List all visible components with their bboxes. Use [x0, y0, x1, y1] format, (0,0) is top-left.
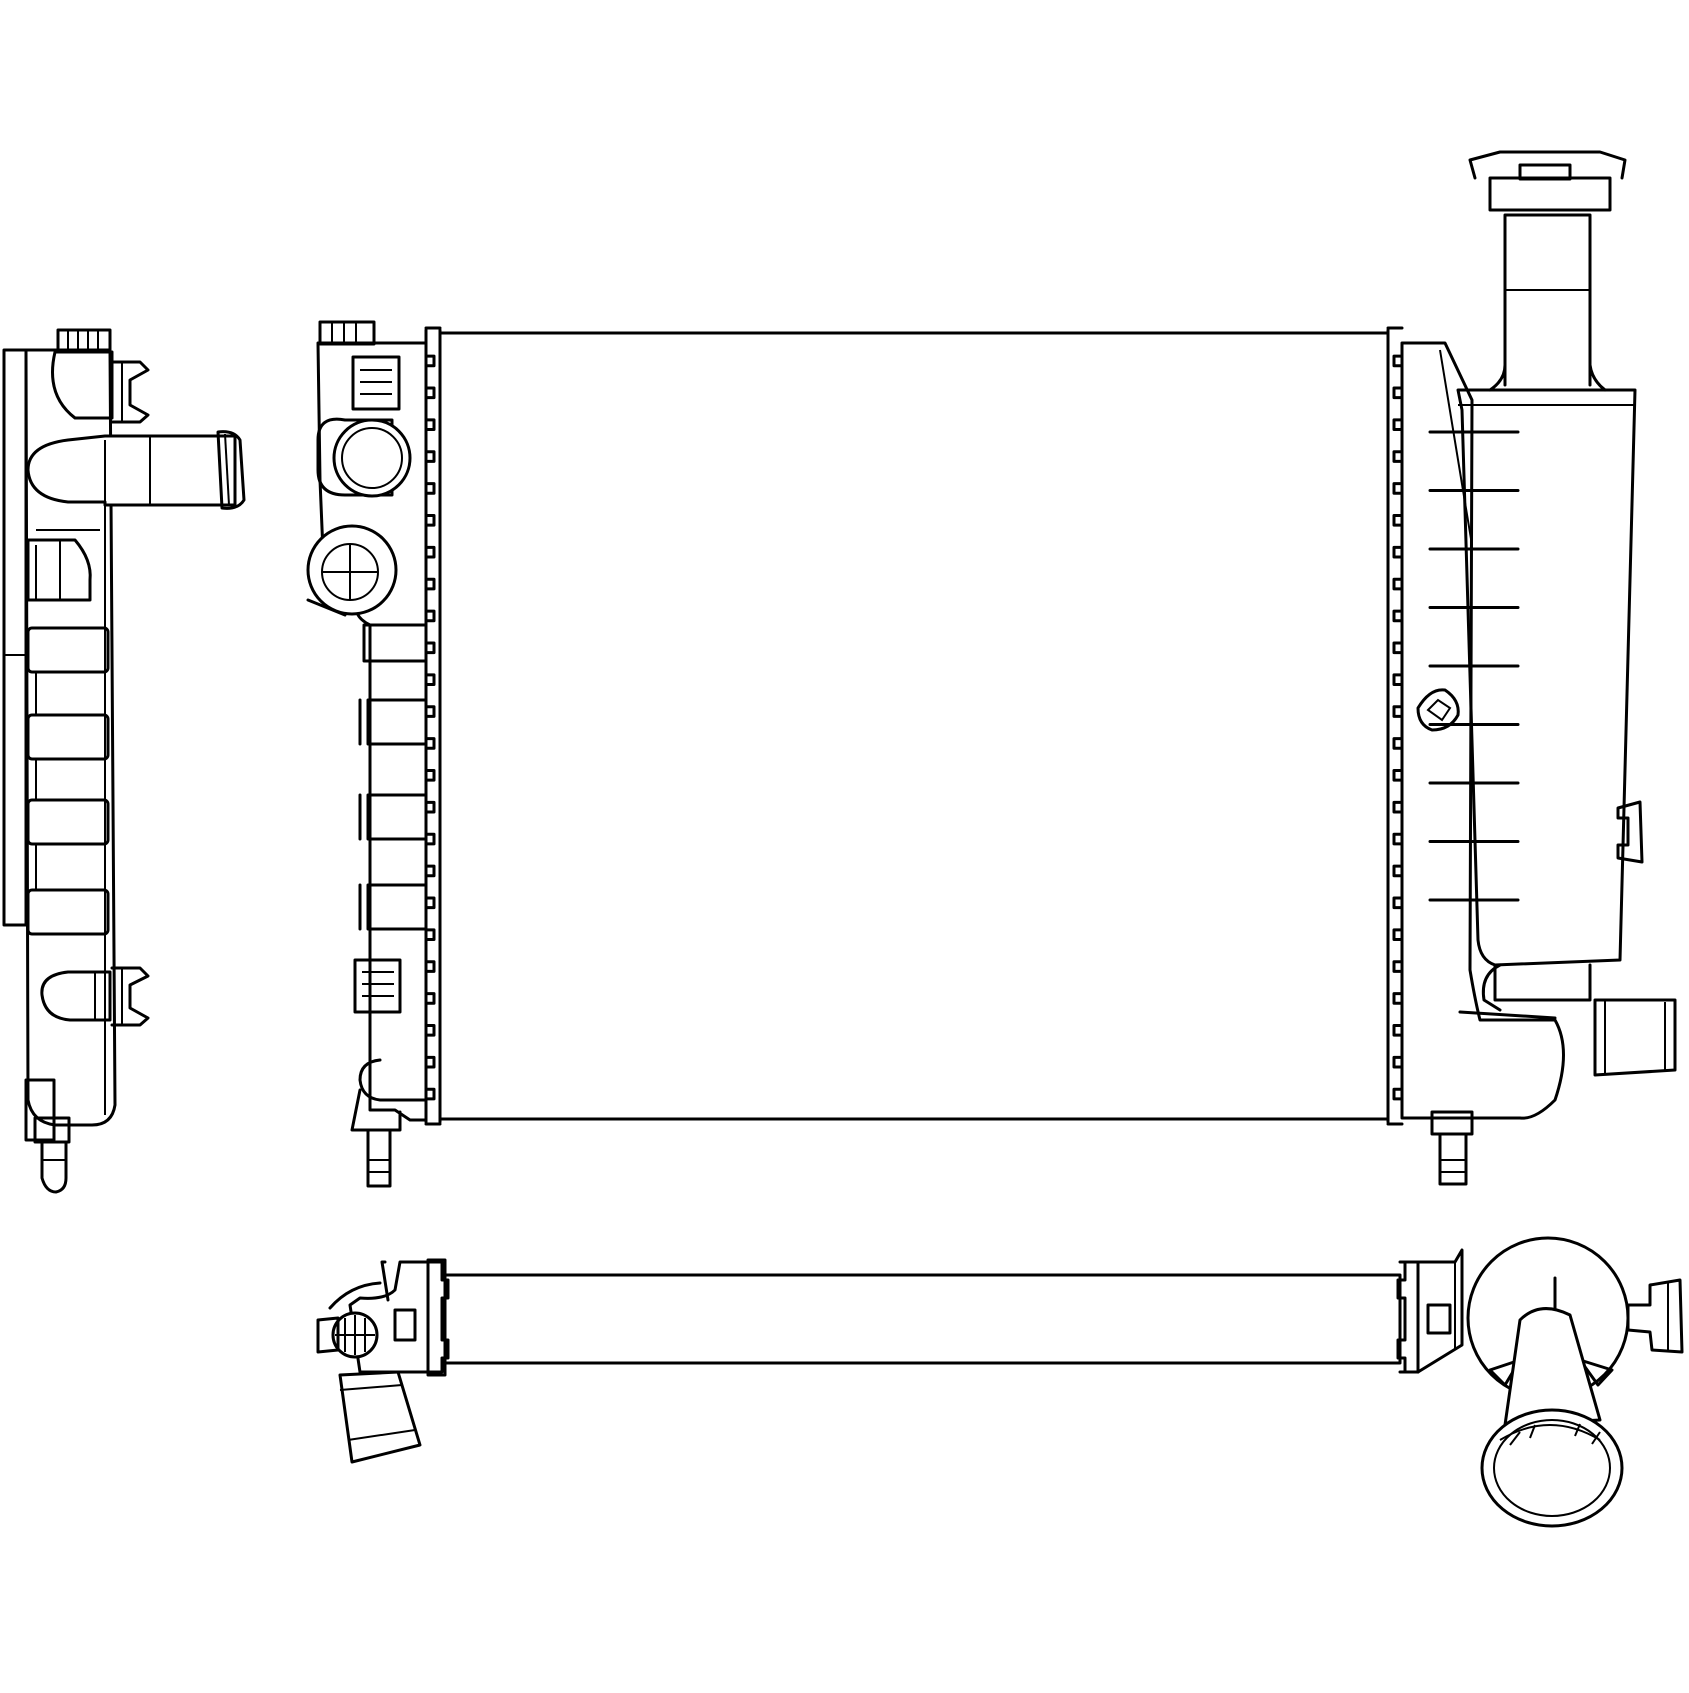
top-side-outlet — [1626, 1278, 1684, 1354]
top-left-inlet-pipe — [338, 1370, 422, 1464]
front-reservoir-clip — [1616, 800, 1644, 864]
top-left-end-plate — [426, 1258, 450, 1377]
right-header-notches — [1386, 328, 1404, 1124]
top-left-tank — [316, 1260, 430, 1464]
front-core — [438, 331, 1390, 1121]
front-right-outlet — [1458, 963, 1677, 1077]
front-left-header — [424, 326, 442, 1126]
side-mid-bracket — [26, 538, 92, 602]
top-filler-neck — [1503, 1307, 1602, 1427]
top-filler-cap — [1480, 1408, 1624, 1528]
front-right-tank — [1400, 150, 1677, 1186]
side-upper-clip — [110, 360, 150, 424]
side-tank-body — [24, 348, 117, 1127]
front-right-drain — [1430, 1110, 1474, 1186]
top-view — [316, 1236, 1684, 1528]
top-right-end-plate — [1396, 1260, 1420, 1374]
front-view — [306, 150, 1677, 1188]
front-left-tank-ribs — [353, 623, 428, 1014]
front-left-drain — [350, 1058, 428, 1188]
side-drain-plug — [24, 1078, 71, 1194]
side-top-cap — [51, 328, 114, 420]
side-outlet-pipe — [26, 430, 246, 510]
side-mounting-plate — [2, 348, 28, 927]
top-right-tank — [1416, 1236, 1684, 1528]
front-label-plate — [351, 355, 401, 411]
front-left-tank — [306, 320, 428, 1188]
front-thermo-switch — [306, 524, 398, 617]
front-expansion-reservoir — [1428, 150, 1644, 967]
front-right-header — [1386, 326, 1404, 1126]
top-core — [443, 1273, 1402, 1365]
front-level-marks — [1428, 430, 1520, 902]
side-view — [2, 328, 246, 1194]
side-lower-outlet — [40, 966, 150, 1027]
front-mount-boss — [1416, 688, 1460, 732]
front-inlet-port — [316, 417, 412, 498]
side-core-segments — [26, 626, 110, 936]
